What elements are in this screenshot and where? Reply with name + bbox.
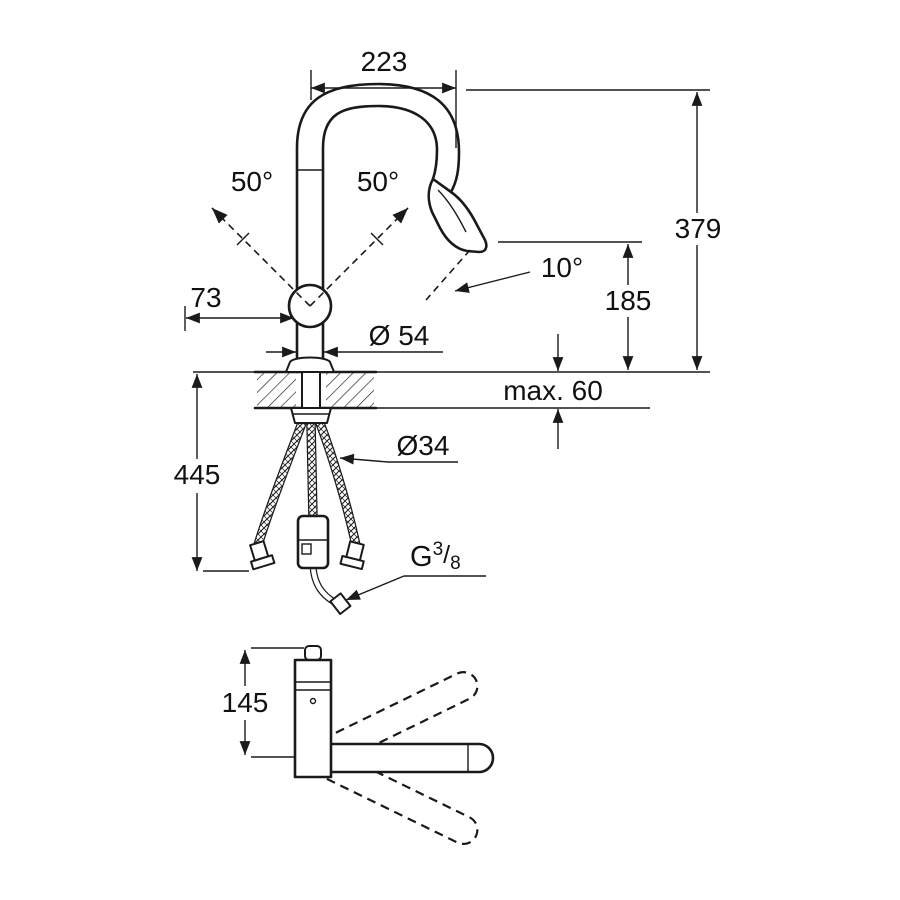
hose-weight: [296, 514, 330, 570]
thread-denominator: 8: [450, 553, 461, 574]
label-backing: [216, 686, 274, 720]
countertop-hatch-left: [257, 373, 296, 407]
dim-label-base-height: 145: [222, 687, 269, 718]
hose-braid-texture: [307, 419, 317, 522]
spout-inner-edge: [321, 104, 439, 374]
leader-line: [454, 271, 531, 293]
dim-label-shank-diameter: Ø34: [397, 430, 450, 461]
leader-line: [339, 453, 389, 465]
pullout-hose: [306, 418, 340, 607]
dimension-10deg: 10°: [454, 252, 583, 293]
dim-label-max-deck-thickness: max. 60: [503, 375, 603, 406]
dimension-g38-thread: G3/8: [345, 539, 486, 601]
tick-mark: [236, 232, 250, 246]
supply-hose-right: [315, 418, 361, 550]
dim-label-total-height: 379: [675, 213, 722, 244]
dimension-dia54: Ø 54: [266, 320, 443, 358]
label-backing: [602, 285, 654, 317]
dim-label-body-diameter: Ø 54: [369, 320, 430, 351]
dim-label-spout-reach: 223: [361, 46, 408, 77]
supply-hose-left: [253, 418, 307, 550]
dimension-185: 185: [498, 241, 654, 370]
hose-braid-texture: [316, 419, 360, 549]
pullout-hose-end-fitting: [329, 592, 352, 615]
dim-label-hose-length: 445: [174, 459, 221, 490]
dimension-445: 445: [168, 374, 249, 572]
tick-mark: [370, 232, 384, 246]
fitting-body: [329, 592, 352, 615]
thread-slash: /: [443, 541, 450, 569]
countertop-hatch-right: [326, 373, 374, 407]
dimension-dia34: Ø34: [339, 430, 458, 465]
dimension-73: 73: [184, 282, 294, 331]
dim-label-swivel-right: 50°: [357, 166, 399, 197]
dim-label-swivel-left: 50°: [231, 166, 273, 197]
dimension-145: 145: [216, 647, 304, 758]
dimension-swivel-angles: 50° 50°: [211, 166, 409, 307]
label-backing: [168, 459, 226, 493]
faucet-body: [293, 658, 333, 779]
base-flange: [285, 356, 335, 373]
dimension-379: 379: [466, 89, 722, 370]
pull-knob: [304, 645, 322, 661]
dim-label-handle-clearance: 73: [190, 282, 221, 313]
dim-label-outlet-height: 185: [605, 285, 652, 316]
countertop: [193, 370, 710, 410]
dim-label-spray-angle: 10°: [541, 252, 583, 283]
hose-braid-texture: [254, 419, 306, 549]
hose-fitting-left: [249, 540, 276, 571]
mounting-nut: [290, 407, 332, 424]
label-backing: [674, 213, 722, 245]
leader-line: [345, 575, 405, 601]
dimension-max60: max. 60: [489, 334, 617, 449]
under-counter-assembly: [249, 407, 365, 615]
spout-arm: [314, 742, 495, 774]
fitting-cap: [339, 554, 365, 571]
hose-fitting-right: [339, 540, 365, 571]
spray-head-detail-line: [437, 189, 467, 233]
faucet-swivel-view: [293, 645, 495, 845]
dimension-223: 223: [310, 46, 457, 148]
fitting-cap: [249, 554, 276, 571]
hose-weight-latch: [301, 543, 312, 555]
spray-direction-line: [425, 249, 471, 301]
body-detail-dot: [309, 697, 317, 705]
thread-numerator: 3: [433, 539, 444, 560]
label-backing: [489, 377, 617, 407]
dim-label-thread-size: G3/8: [410, 539, 461, 574]
thread-g: G: [410, 541, 433, 573]
